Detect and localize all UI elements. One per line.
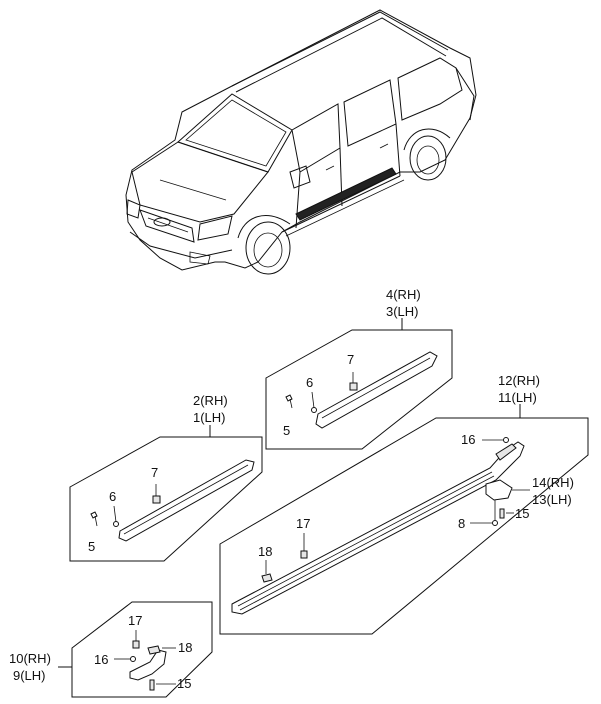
label-1-lh: 1(LH) — [193, 410, 226, 425]
label-15: 15 — [515, 506, 529, 521]
clip-icon — [132, 640, 140, 649]
bolt-icon — [499, 508, 505, 519]
nut-icon — [492, 520, 498, 526]
clip-icon — [261, 573, 273, 583]
screw-icon — [90, 511, 98, 519]
label-5: 5 — [283, 423, 290, 438]
label-17: 17 — [128, 613, 142, 628]
label-7: 7 — [347, 352, 354, 367]
group-front-door-moulding: 2(RH) 1(LH) 7 6 5 — [69, 393, 263, 562]
label-2-rh: 2(RH) — [193, 393, 228, 408]
label-7: 7 — [151, 465, 158, 480]
label-18: 18 — [258, 544, 272, 559]
label-4-rh: 4(RH) — [386, 287, 421, 302]
bolt-icon — [149, 679, 155, 691]
sill-moulding-part — [231, 441, 525, 615]
bracket-icon — [129, 649, 167, 681]
group-bracket: 10(RH) 9(LH) 17 18 16 15 — [9, 601, 213, 698]
label-6: 6 — [109, 489, 116, 504]
label-5: 5 — [88, 539, 95, 554]
label-6: 6 — [306, 375, 313, 390]
box-outline — [219, 417, 589, 635]
bracket-icon — [485, 479, 513, 501]
clip-icon — [349, 382, 358, 391]
label-15: 15 — [177, 676, 191, 691]
moulding-part — [118, 459, 255, 542]
box-outline — [71, 601, 213, 698]
label-12-rh: 12(RH) — [498, 373, 540, 388]
label-14-rh: 14(RH) — [532, 475, 574, 490]
vehicle-illustration — [125, 9, 477, 275]
label-17: 17 — [296, 516, 310, 531]
clip-icon — [300, 550, 308, 559]
box-outline — [69, 436, 263, 562]
label-9-lh: 9(LH) — [13, 668, 46, 683]
box-outline — [265, 329, 453, 450]
nut-icon — [113, 521, 119, 527]
moulding-part — [315, 351, 438, 429]
label-3-lh: 3(LH) — [386, 304, 419, 319]
label-16: 16 — [461, 432, 475, 447]
nut-icon — [130, 656, 136, 662]
group-side-sill-moulding: 12(RH) 11(LH) 16 14(RH) 13(LH) 15 8 17 1… — [219, 373, 589, 635]
label-16: 16 — [94, 652, 108, 667]
clip-icon — [152, 495, 161, 504]
label-11-lh: 11(LH) — [498, 390, 537, 405]
screw-icon — [285, 394, 293, 402]
label-8: 8 — [458, 516, 465, 531]
group-rear-door-moulding: 4(RH) 3(LH) 7 6 5 — [265, 287, 453, 450]
label-10-rh: 10(RH) — [9, 651, 51, 666]
nut-icon — [503, 437, 509, 443]
label-13-lh: 13(LH) — [532, 492, 572, 507]
label-18: 18 — [178, 640, 192, 655]
nut-icon — [311, 407, 317, 413]
